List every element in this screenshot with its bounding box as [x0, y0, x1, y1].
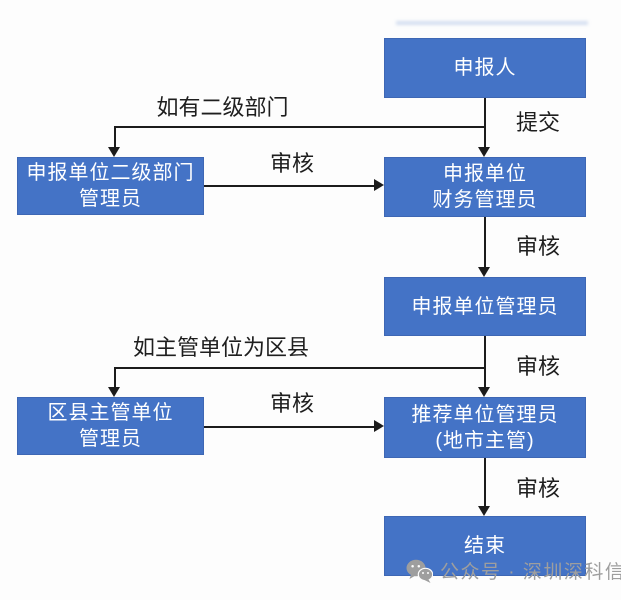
- node-applicant: 申报人: [384, 38, 586, 98]
- node-recommend-admin-label-line2: (地市主管): [435, 429, 535, 452]
- node-district-admin-label-line1: 区县主管单位: [47, 402, 174, 424]
- node-finance-admin-label-line1: 申报单位: [443, 163, 527, 185]
- arrowhead-submit-icon: [478, 147, 490, 157]
- connector-review-unit-line: [484, 336, 486, 388]
- node-district-admin: 区县主管单位 管理员: [17, 397, 204, 455]
- node-applicant-label: 申报人: [453, 57, 517, 79]
- label-branch-district: 如主管单位为区县: [132, 335, 309, 360]
- arrowhead-review-recommend-icon: [478, 506, 490, 516]
- connector-branch-secondary-drop: [114, 126, 116, 148]
- node-district-admin-label-line2: 管理员: [79, 428, 142, 450]
- connector-branch-district-drop: [114, 367, 116, 388]
- label-review-district: 审核: [269, 391, 314, 416]
- connector-review-finance-line: [484, 217, 486, 268]
- arrowhead-review-unit-icon: [478, 387, 490, 397]
- node-secondary-dept-admin-label-line1: 申报单位二级部门: [26, 162, 195, 184]
- node-secondary-dept-admin: 申报单位二级部门 管理员: [17, 157, 204, 215]
- connector-review-recommend-line: [484, 458, 486, 508]
- node-end-label: 结束: [464, 535, 506, 557]
- connector-submit-line: [484, 98, 486, 148]
- node-finance-admin-label-line2: 财务管理员: [432, 189, 538, 211]
- label-branch-secondary: 如有二级部门: [156, 95, 289, 120]
- arrowhead-review-finance-icon: [478, 267, 490, 277]
- watermark: 公众号 · 深圳深科信: [406, 557, 621, 584]
- node-recommend-admin-label-line1: 推荐单位管理员: [411, 403, 559, 426]
- node-unit-admin: 申报单位管理员: [384, 277, 586, 336]
- connector-branch-secondary-hline: [114, 126, 486, 128]
- arrowhead-review-district-icon: [374, 420, 384, 432]
- wechat-icon: [406, 559, 433, 583]
- ghost-artifact-line: [396, 21, 588, 25]
- label-review-secondary: 审核: [269, 151, 314, 176]
- connector-branch-district-hline: [114, 367, 486, 369]
- node-finance-admin: 申报单位 财务管理员: [384, 157, 586, 217]
- label-review-unit: 审核: [515, 354, 560, 379]
- connector-review-district-line: [204, 426, 375, 428]
- connector-review-secondary-line: [204, 185, 375, 187]
- arrowhead-branch-district-icon: [108, 387, 120, 397]
- arrowhead-review-secondary-icon: [374, 179, 384, 191]
- node-secondary-dept-admin-label-line2: 管理员: [79, 188, 142, 210]
- label-review-finance: 审核: [515, 234, 560, 259]
- node-recommend-admin: 推荐单位管理员 (地市主管): [384, 397, 586, 458]
- label-submit: 提交: [515, 110, 560, 135]
- watermark-text: 公众号 · 深圳深科信: [440, 562, 621, 583]
- arrowhead-branch-secondary-icon: [108, 147, 120, 157]
- label-review-recommend: 审核: [515, 476, 560, 501]
- node-unit-admin-label: 申报单位管理员: [411, 295, 559, 318]
